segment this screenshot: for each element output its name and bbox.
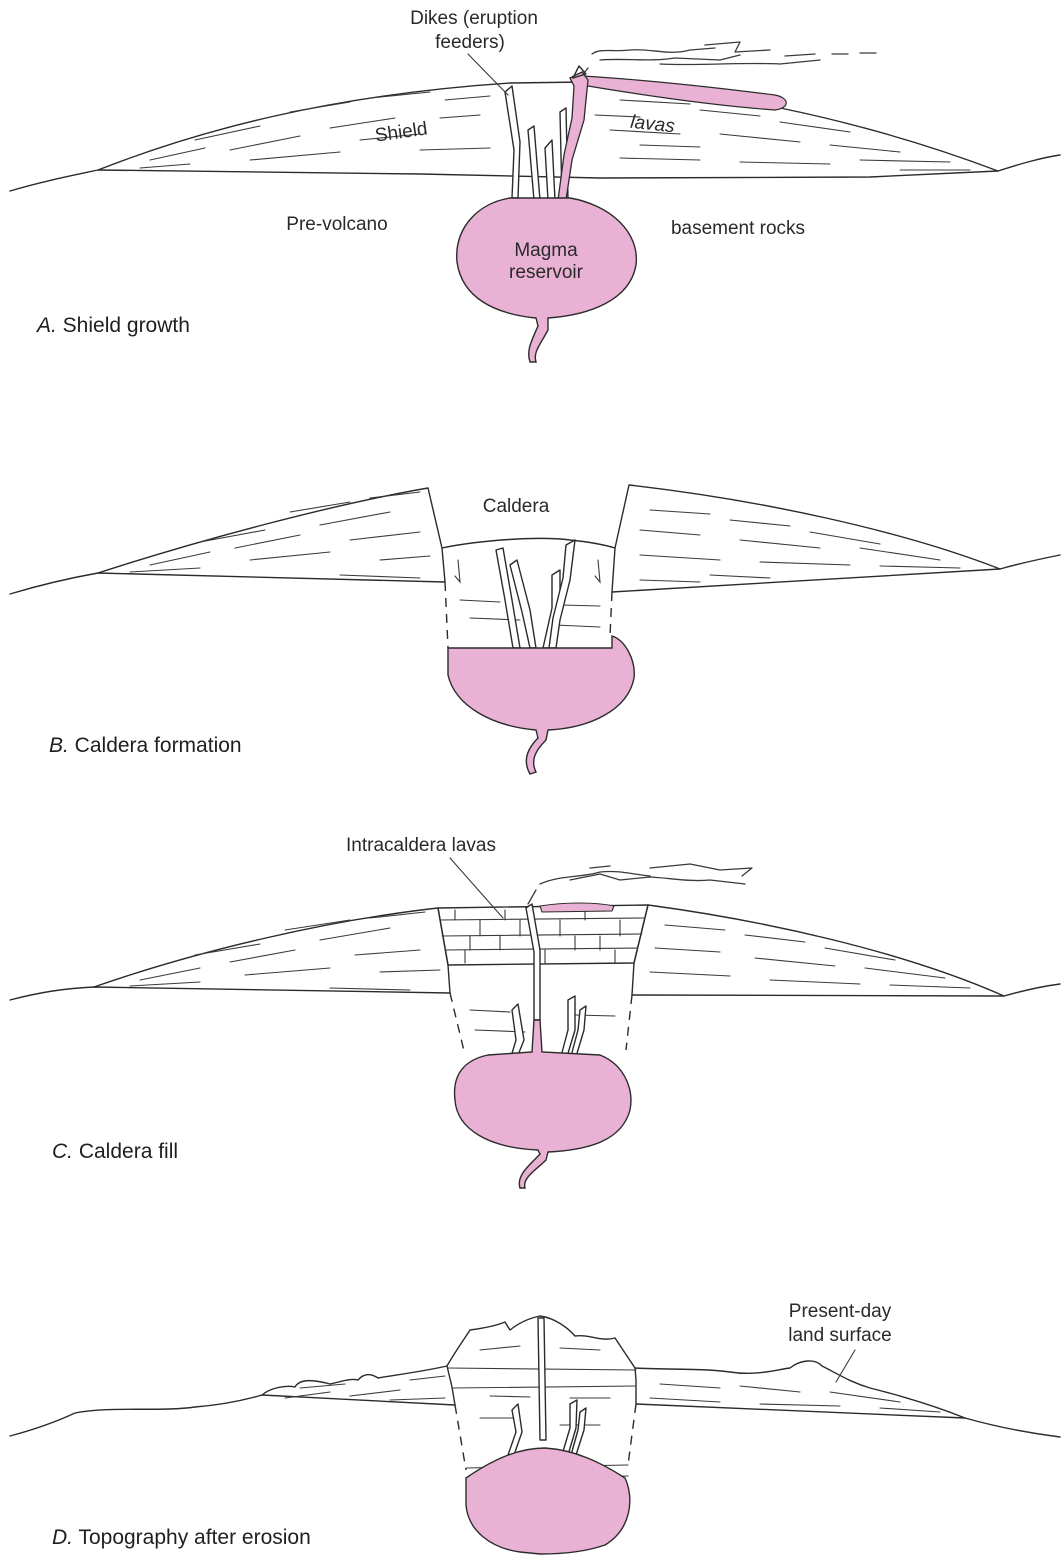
panel-b-slip-arrow-right [595, 560, 600, 582]
panel-d-right-fault [628, 1404, 636, 1465]
panel-a-surface-lava-flow [582, 76, 786, 110]
panel-c: Intracaldera lavas C. Caldera fill [10, 835, 1060, 1188]
caldera-label: Caldera [483, 496, 550, 517]
panel-b-slip-arrow-left [455, 560, 460, 582]
intracaldera-lavas-label: Intracaldera lavas [346, 835, 496, 856]
panel-b-dikes [496, 540, 575, 648]
panel-a-eruption-plume [580, 42, 876, 78]
panel-a-dikes [505, 66, 588, 200]
panel-c-caption: C. Caldera fill [52, 1140, 178, 1163]
panel-b-right-fault [610, 592, 612, 636]
panel-c-right-fault [626, 995, 632, 1050]
dikes-leader-line [468, 54, 508, 95]
panel-d: Present-day land surface D. Topography a… [10, 1301, 1060, 1554]
panel-b-left-fault [445, 582, 448, 648]
pre-volcano-label: Pre-volcano [286, 214, 387, 235]
panel-a-caption: A. Shield growth [35, 314, 190, 337]
dikes-label-line2: feeders) [435, 32, 505, 53]
panel-d-central-dike [538, 1318, 546, 1440]
magma-label-line2: reservoir [509, 262, 584, 283]
panel-c-ground-line-right [632, 984, 1060, 996]
panel-a-shield-strata [140, 92, 970, 170]
panel-b-right-block [612, 485, 1000, 592]
panel-c-surface-lava [540, 903, 614, 912]
panel-d-caption: D. Topography after erosion [52, 1526, 311, 1549]
shield-label: Shield [374, 118, 429, 146]
panel-c-left-block [94, 908, 450, 993]
surface-leader-line [836, 1350, 855, 1382]
panel-d-ground-line [10, 1395, 455, 1436]
lavas-label: lavas [629, 112, 676, 138]
panel-b-magma-reservoir [448, 636, 634, 774]
panel-c-strata [130, 912, 970, 1032]
panel-d-ground-line-right [636, 1404, 1060, 1437]
panel-d-magma-reservoir [466, 1448, 630, 1554]
panel-a: Dikes (eruption feeders) Shield lavas Pr… [10, 8, 1060, 362]
panel-d-right-remnant [635, 1361, 965, 1418]
panel-b-ground-line-right [612, 555, 1060, 592]
panel-b-caption: B. Caldera formation [49, 734, 242, 757]
panel-b: Caldera B. Caldera formation [10, 485, 1060, 774]
panel-c-magma-reservoir [455, 1020, 631, 1188]
panel-d-dikes [508, 1400, 586, 1455]
magma-label-line1: Magma [514, 240, 578, 261]
panel-c-dikes [510, 904, 586, 1060]
basement-rocks-label: basement rocks [671, 218, 805, 239]
intracaldera-leader-line [450, 858, 503, 918]
dikes-label-line1: Dikes (eruption [410, 8, 538, 29]
panel-c-left-fault [450, 993, 465, 1055]
panel-c-eruption-plume [528, 864, 752, 904]
surface-label-line2: land surface [788, 1325, 892, 1346]
panel-b-caldera-floor [442, 538, 615, 548]
surface-label-line1: Present-day [789, 1301, 892, 1322]
panel-d-left-fault [455, 1405, 466, 1470]
